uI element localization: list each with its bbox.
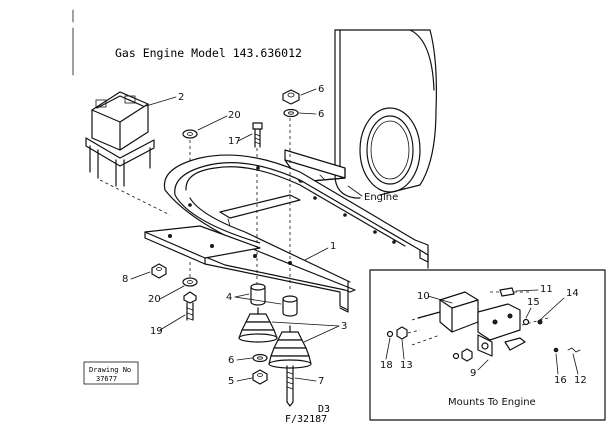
drawing-number-box bbox=[83, 361, 139, 385]
callout-7: 7 bbox=[318, 376, 324, 387]
inset-callout-9: 9 bbox=[470, 368, 476, 379]
drawing-number-label: Drawing No bbox=[89, 366, 131, 374]
callout-3: 3 bbox=[341, 321, 347, 332]
callout-6-top-a: 6 bbox=[318, 84, 324, 95]
part-17-bolt bbox=[252, 122, 263, 168]
callout-4: 4 bbox=[226, 292, 232, 303]
inset-caption: Mounts To Engine bbox=[448, 397, 536, 408]
callout-20-lower: 20 bbox=[148, 294, 161, 305]
footer-code-2: F/32187 bbox=[285, 414, 327, 424]
inset-callout-12: 12 bbox=[574, 375, 587, 386]
inset-callout-15: 15 bbox=[527, 297, 540, 308]
callout-17: 17 bbox=[228, 136, 241, 147]
part-3-isolators bbox=[238, 307, 312, 369]
engine-flywheel-inner bbox=[366, 115, 414, 185]
engine-flywheel bbox=[359, 107, 421, 193]
part-6-washer-top bbox=[283, 108, 299, 118]
inset-box bbox=[369, 269, 606, 421]
inset-part-9-nut bbox=[461, 348, 473, 362]
part-1-base bbox=[144, 154, 429, 313]
footer-code-1: D3 bbox=[318, 404, 330, 415]
inset-callout-14: 14 bbox=[566, 288, 579, 299]
inset-part-12 bbox=[567, 347, 581, 353]
engine-leader bbox=[347, 185, 363, 197]
part-20-washer bbox=[182, 129, 198, 139]
callout-1: 1 bbox=[330, 241, 336, 252]
inset-part-15-washer bbox=[522, 318, 530, 326]
inset-callout-10: 10 bbox=[417, 291, 430, 302]
callout-6-lower: 6 bbox=[228, 355, 234, 366]
inset-part-14-nut bbox=[537, 319, 543, 325]
callout-19: 19 bbox=[150, 326, 163, 337]
diagram-title: Gas Engine Model 143.636012 bbox=[115, 46, 302, 60]
inset-part-18-washer bbox=[386, 330, 394, 338]
drawing-number-value: 37677 bbox=[96, 375, 117, 383]
callout-5: 5 bbox=[228, 376, 234, 387]
inset-part-11-screw bbox=[499, 287, 515, 297]
inset-callout-11: 11 bbox=[540, 284, 553, 295]
callout-20-top: 20 bbox=[228, 110, 241, 121]
callout-6-top-b: 6 bbox=[318, 109, 324, 120]
part-19-bolt bbox=[183, 291, 197, 321]
engine bbox=[284, 29, 437, 199]
inset-bracket bbox=[477, 303, 526, 357]
part-6-washer-lower bbox=[252, 353, 268, 363]
inset-part-16 bbox=[553, 347, 559, 353]
part-20-washer-lower bbox=[182, 277, 198, 287]
inset-part-13-nut bbox=[396, 326, 408, 340]
part-4-spacers bbox=[250, 283, 298, 317]
inset-callout-16: 16 bbox=[554, 375, 567, 386]
callout-8: 8 bbox=[122, 274, 128, 285]
inset-callout-13: 13 bbox=[400, 360, 413, 371]
inset-callout-18: 18 bbox=[380, 360, 393, 371]
part-8-nut bbox=[151, 263, 167, 279]
part-7-stud bbox=[286, 365, 294, 407]
part-2-module bbox=[85, 91, 171, 216]
engine-label: Engine bbox=[364, 192, 398, 203]
callout-2: 2 bbox=[178, 92, 184, 103]
part-5-nut bbox=[252, 369, 268, 385]
